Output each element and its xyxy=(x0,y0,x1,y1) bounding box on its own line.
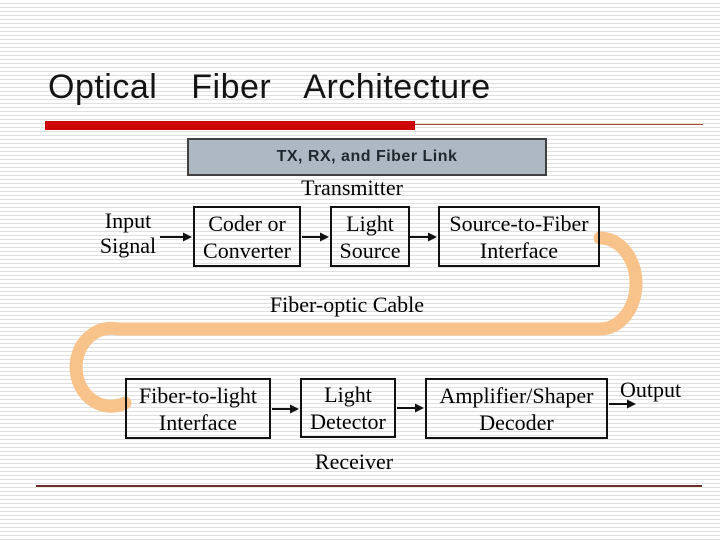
output-label: Output xyxy=(620,377,682,402)
title-underline-accent xyxy=(45,121,415,130)
banner-tx-rx-fiber-link: TX, RX, and Fiber Link xyxy=(187,138,547,176)
fiber-optic-cable-label: Fiber-optic Cable xyxy=(269,292,425,317)
input-signal-line1: Input xyxy=(104,208,152,233)
light-source-line2: Source xyxy=(339,237,401,263)
arrow-interface-to-detector xyxy=(272,404,299,414)
page-title: Optical Fiber Architecture xyxy=(48,68,491,106)
footer-rule xyxy=(36,485,702,488)
detector-line1: Light xyxy=(324,382,372,407)
source-fiber-line2: Interface xyxy=(479,237,559,263)
input-signal-line2: Signal xyxy=(99,233,157,258)
fiber-light-line2: Interface xyxy=(158,409,238,435)
node-light-source: Light Source xyxy=(330,206,410,267)
node-input-signal: Input Signal xyxy=(88,206,168,260)
arrow-light-source-to-interface xyxy=(410,232,437,242)
node-amplifier-shaper-decoder: Amplifier/Shaper Decoder xyxy=(425,378,608,439)
title-underline-rule xyxy=(415,123,703,125)
arrow-detector-to-amplifier xyxy=(397,403,424,413)
node-source-to-fiber-interface: Source-to-Fiber Interface xyxy=(438,206,600,267)
amplifier-line1: Amplifier/Shaper xyxy=(439,382,594,408)
banner-label: TX, RX, and Fiber Link xyxy=(276,148,458,165)
node-fiber-to-light-interface: Fiber-to-light Interface xyxy=(125,378,271,439)
fiber-optic-cable-path xyxy=(69,231,643,413)
arrow-input-to-coder xyxy=(160,232,192,242)
receiver-section-label: Receiver xyxy=(314,449,394,474)
coder-line2: Converter xyxy=(203,237,291,263)
coder-line1: Coder or xyxy=(208,210,286,236)
node-coder-converter: Coder or Converter xyxy=(193,206,301,267)
source-fiber-line1: Source-to-Fiber xyxy=(449,210,589,236)
node-light-detector: Light Detector xyxy=(300,378,396,438)
light-source-line1: Light xyxy=(346,210,394,236)
arrow-amplifier-to-output xyxy=(609,399,636,409)
detector-line2: Detector xyxy=(310,409,386,434)
fiber-light-line1: Fiber-to-light xyxy=(138,382,258,408)
amplifier-line2: Decoder xyxy=(479,409,554,435)
arrow-coder-to-light-source xyxy=(302,232,329,242)
transmitter-section-label: Transmitter xyxy=(301,175,403,200)
